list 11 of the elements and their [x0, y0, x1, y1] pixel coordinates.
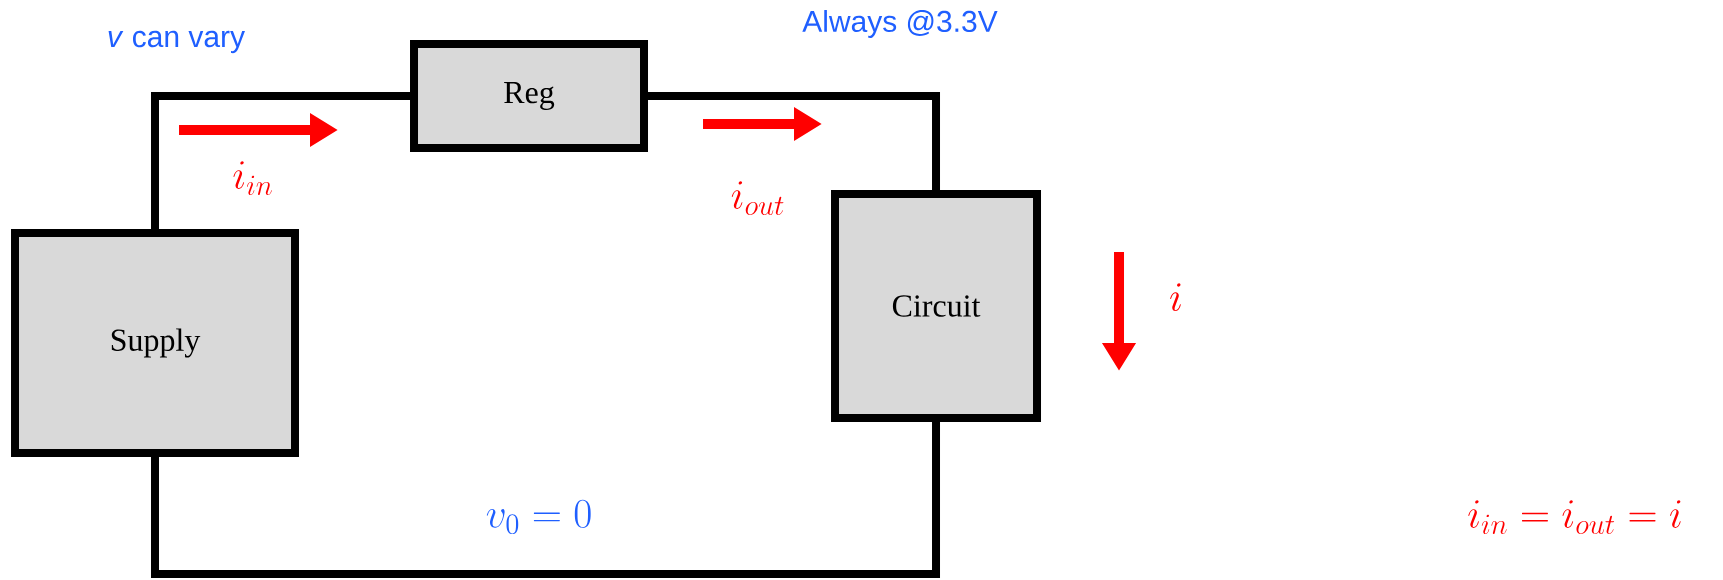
- annotation-text: v can vary: [108, 30, 245, 54]
- circuit-block: Supply: [11, 229, 299, 457]
- formula: $i_{in} = i_{out} = i$: [1468, 500, 1681, 534]
- formula: $v_{0} = 0$: [486, 499, 591, 535]
- formula: $i$: [1170, 283, 1181, 311]
- formula: $i_{out}$: [731, 181, 784, 215]
- circuit-block: Reg: [410, 40, 648, 152]
- circuit-block: Circuit: [831, 190, 1041, 422]
- annotation-text: Always @3.3V: [802, 10, 998, 38]
- formula: $i_{in}$: [233, 161, 272, 195]
- wire: [151, 92, 410, 229]
